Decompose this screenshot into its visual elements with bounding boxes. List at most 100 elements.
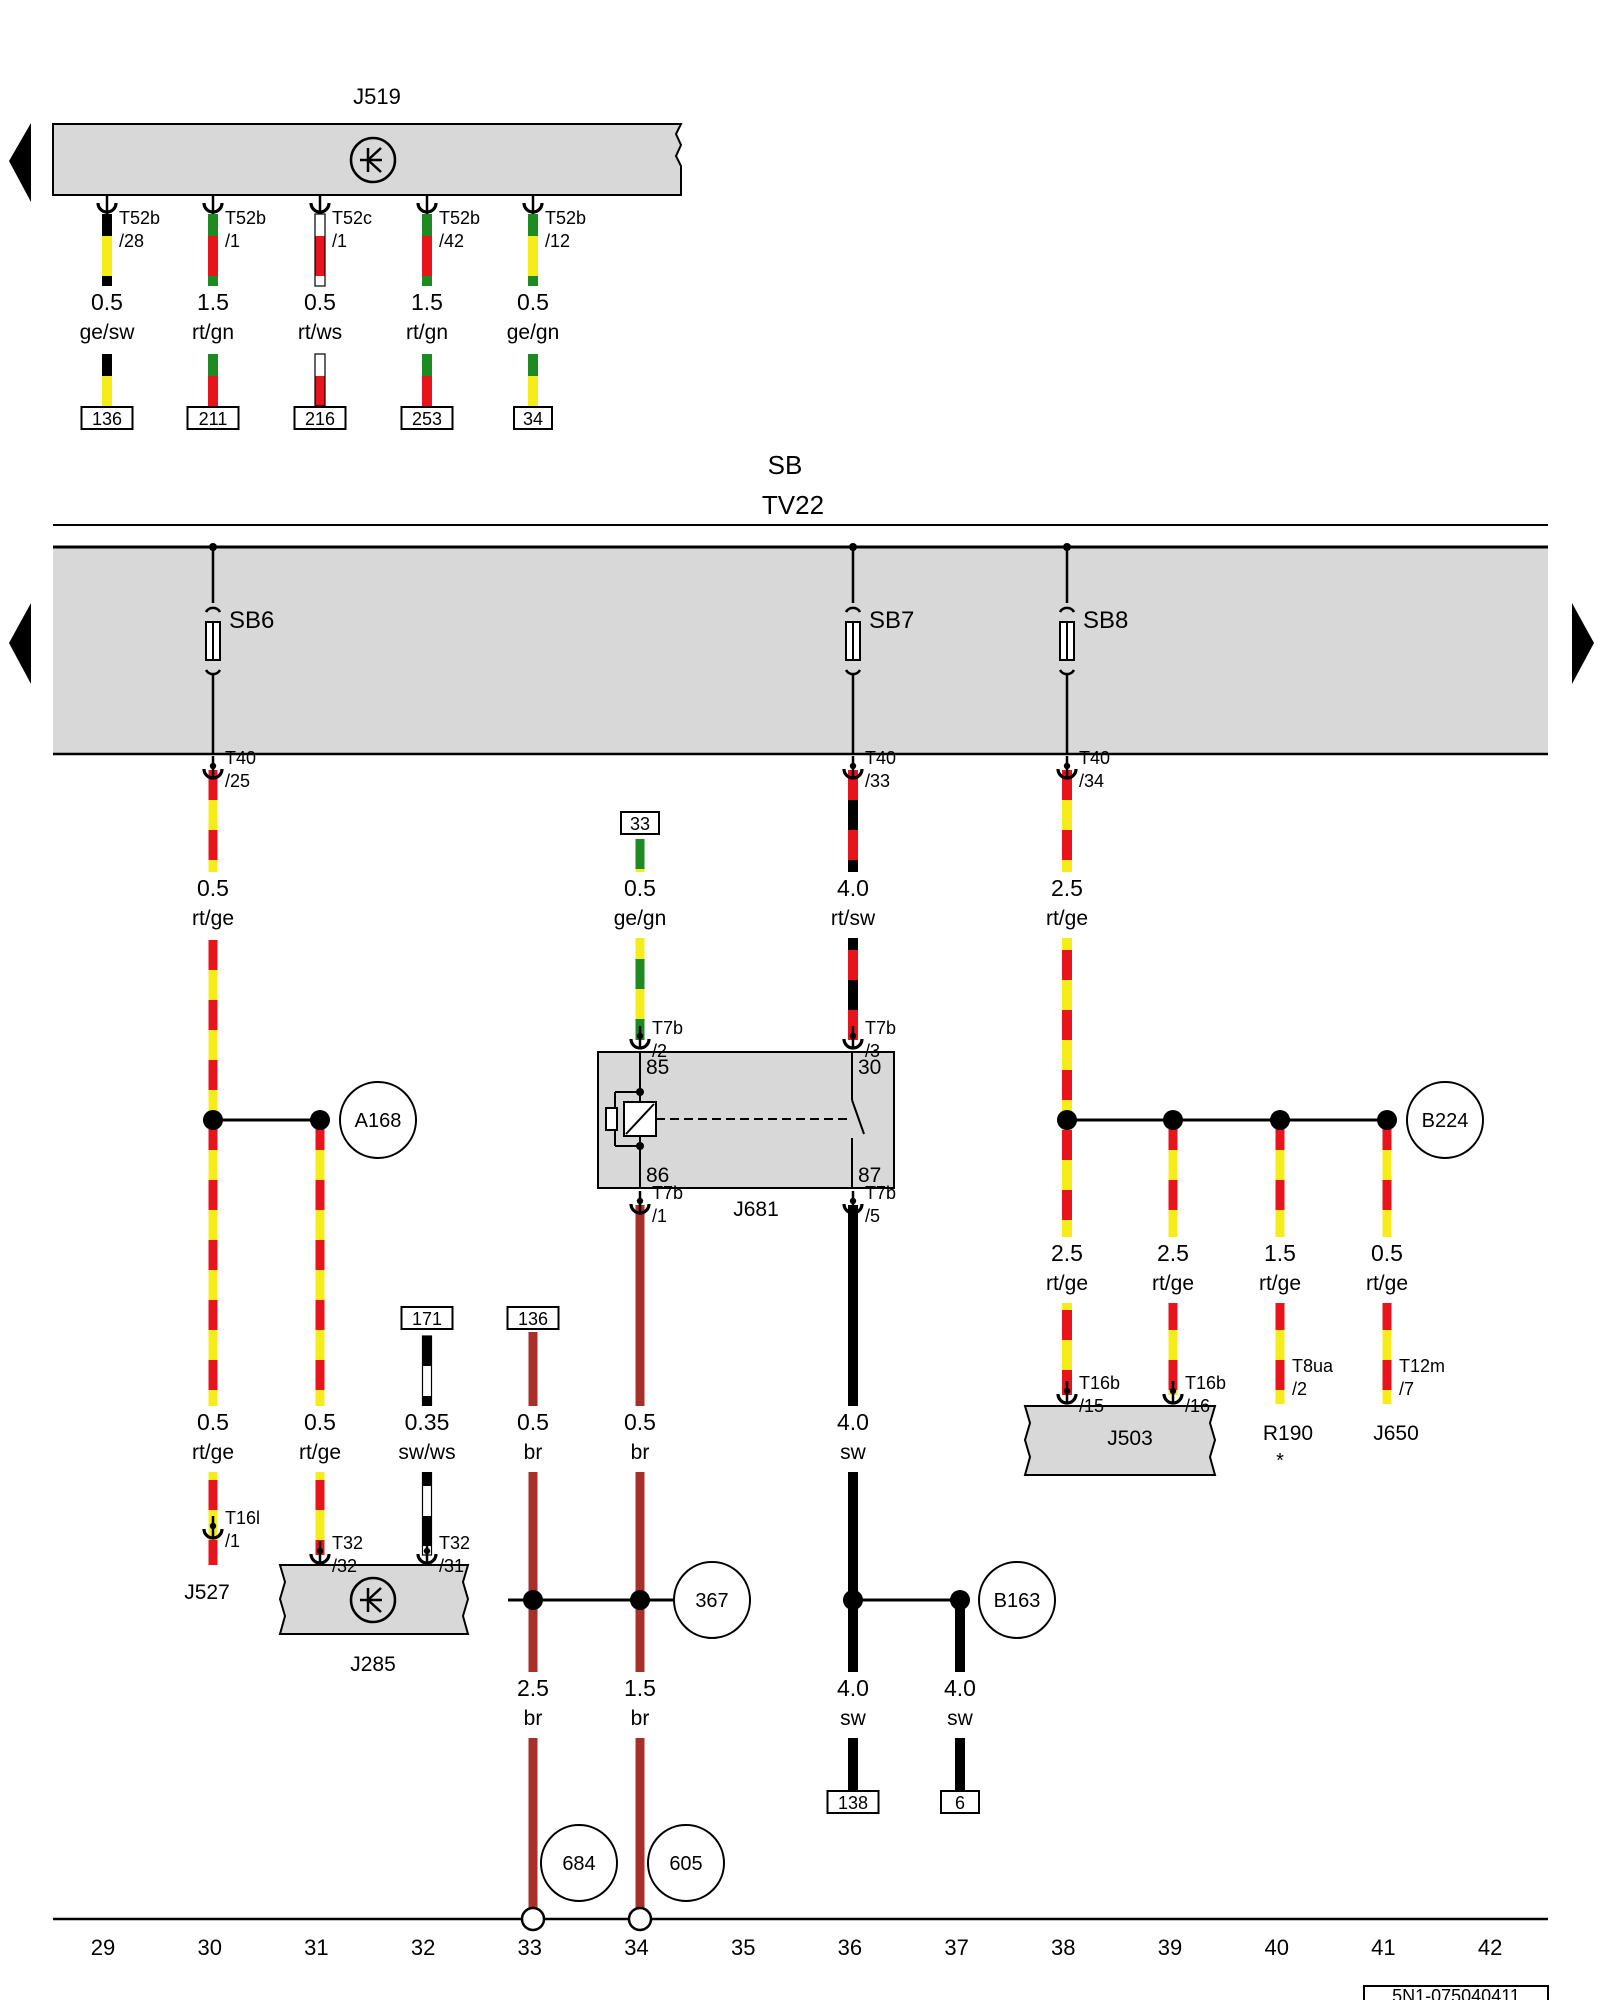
reference-box-number: 253 — [412, 409, 442, 429]
column-number-37: 37 — [944, 1935, 968, 1960]
wire-base — [208, 940, 218, 1565]
wire-label-bg — [920, 1672, 1000, 1738]
wire-color: sw/ws — [398, 1441, 455, 1464]
connector-name: T16b — [1185, 1373, 1226, 1393]
wire-color: br — [631, 1441, 650, 1464]
label-c34-top: 0.5 ge/gn — [600, 872, 680, 938]
junction-b224-0 — [1057, 1110, 1077, 1130]
wire-color: rt/ge — [299, 1441, 341, 1464]
wire-color: ge/gn — [614, 907, 667, 930]
wire-layer — [208, 770, 1392, 1919]
wire-stripe — [208, 1210, 218, 1240]
wire-stripe — [208, 1390, 218, 1420]
connector-t40-34: T40/34 — [1056, 748, 1110, 791]
label-c37-bot: 4.0sw — [920, 1672, 1000, 1738]
wire-stripe — [208, 860, 218, 872]
wire-color: br — [631, 1707, 650, 1730]
wire-size: 0.5 — [624, 875, 656, 901]
connector-name: T7b — [865, 1183, 896, 1203]
wire-segment — [528, 276, 538, 286]
connector-pin-label: /5 — [865, 1206, 880, 1226]
wire-segment — [528, 354, 538, 376]
wire-size: 0.5 — [517, 289, 549, 315]
connector-pin-label: /2 — [1292, 1379, 1307, 1399]
wire-stripe — [208, 1270, 218, 1300]
j527-label: J527 — [184, 1581, 230, 1604]
wire-label-bg — [813, 1672, 893, 1738]
reference-circle-frame — [540, 1824, 618, 1902]
wire-size: 2.5 — [1051, 875, 1083, 901]
fuse-sb8: SB8 — [1058, 543, 1128, 754]
doc-id-label: 5N1-075040411 — [1392, 1986, 1520, 2000]
wire-color: rt/ge — [1152, 1272, 1194, 1295]
wire-label-bg — [600, 1406, 680, 1472]
doc-id-box — [1363, 1985, 1549, 2000]
wire-color: rt/ge — [1366, 1272, 1408, 1295]
j503-housing — [1023, 1405, 1217, 1476]
label-c39-mid: 2.5rt/ge — [1133, 1237, 1213, 1303]
connector-pin-label: /1 — [225, 231, 240, 251]
wire-size: 4.0 — [837, 1409, 869, 1435]
electronics-symbol-icon — [349, 136, 397, 184]
wire-stripe — [1062, 1160, 1072, 1190]
wire-size: 0.5 — [304, 1409, 336, 1435]
reference-circle-frame — [1406, 1081, 1484, 1159]
relay-pin-87: 87 — [858, 1164, 881, 1187]
connector-name: T7b — [652, 1183, 683, 1203]
connector-pin-label: /31 — [439, 1556, 464, 1576]
wire-label-bg — [600, 872, 680, 938]
wire-label-bg — [813, 1406, 893, 1472]
connector-pin-label: /25 — [225, 771, 250, 791]
connector-name: T40 — [865, 748, 896, 768]
circle-a168: A168 — [339, 1081, 417, 1159]
wire-size: 0.5 — [1371, 1240, 1403, 1266]
wire-label-layer: 0.5rt/ge0.5rt/ge0.5rt/ge0.35sw/ws0.5ge/g… — [173, 872, 1427, 1738]
wire-segment — [102, 276, 112, 286]
junction-c36 — [843, 1590, 863, 1610]
wire-segment — [528, 236, 538, 276]
wire-color: rt/gn — [406, 321, 448, 344]
reference-box-frame — [186, 406, 240, 430]
fuse-label: SB7 — [869, 607, 914, 634]
wire-stripe — [1275, 1330, 1285, 1360]
fuse-sb7: SB7 — [844, 543, 914, 754]
column-number-40: 40 — [1264, 1935, 1288, 1960]
connector-name: T7b — [652, 1018, 683, 1038]
top-connector: T52c/1 — [309, 195, 372, 251]
reference-circle-number: A168 — [355, 1110, 402, 1132]
label-c30-top: 0.5rt/ge — [173, 872, 253, 938]
unit-j519: J519 — [9, 84, 683, 202]
reference-box-frame — [513, 406, 553, 430]
wire-segment — [315, 236, 325, 276]
connector-point — [316, 1547, 324, 1555]
column-number-33: 33 — [518, 1935, 542, 1960]
connector-t8ua-2: T8ua/2 — [1292, 1356, 1334, 1399]
label-c41-mid: 0.5 rt/ge — [1347, 1237, 1427, 1303]
wire-label-bg — [600, 1672, 680, 1738]
wire-c30-upper — [208, 770, 218, 872]
connector-pin-label: /28 — [119, 231, 144, 251]
connector-name: T32 — [332, 1533, 363, 1553]
reference-box-136: 136 — [80, 406, 134, 430]
unit-j503: J503 — [1023, 1405, 1217, 1476]
j503-label: J503 — [1107, 1427, 1153, 1450]
connector-name: T8ua — [1292, 1356, 1334, 1376]
wire-label-bg — [173, 1406, 253, 1472]
connector-name: T52b — [439, 208, 480, 228]
reference-box-number: 138 — [838, 1793, 868, 1813]
wire-stripe — [1382, 1390, 1392, 1404]
wire-stripe — [1275, 1390, 1285, 1404]
wire-stripe — [315, 1510, 325, 1540]
wire-stripe — [1275, 1150, 1285, 1180]
wire-stripe — [635, 929, 645, 959]
wire-stripe — [208, 970, 218, 1000]
wire-c34-upper — [635, 839, 645, 1040]
junction-c34 — [630, 1590, 650, 1610]
wire-size: 4.0 — [944, 1675, 976, 1701]
relay-pin-86: 86 — [646, 1164, 669, 1187]
wire-segment — [102, 376, 112, 406]
connector-name: T52b — [119, 208, 160, 228]
